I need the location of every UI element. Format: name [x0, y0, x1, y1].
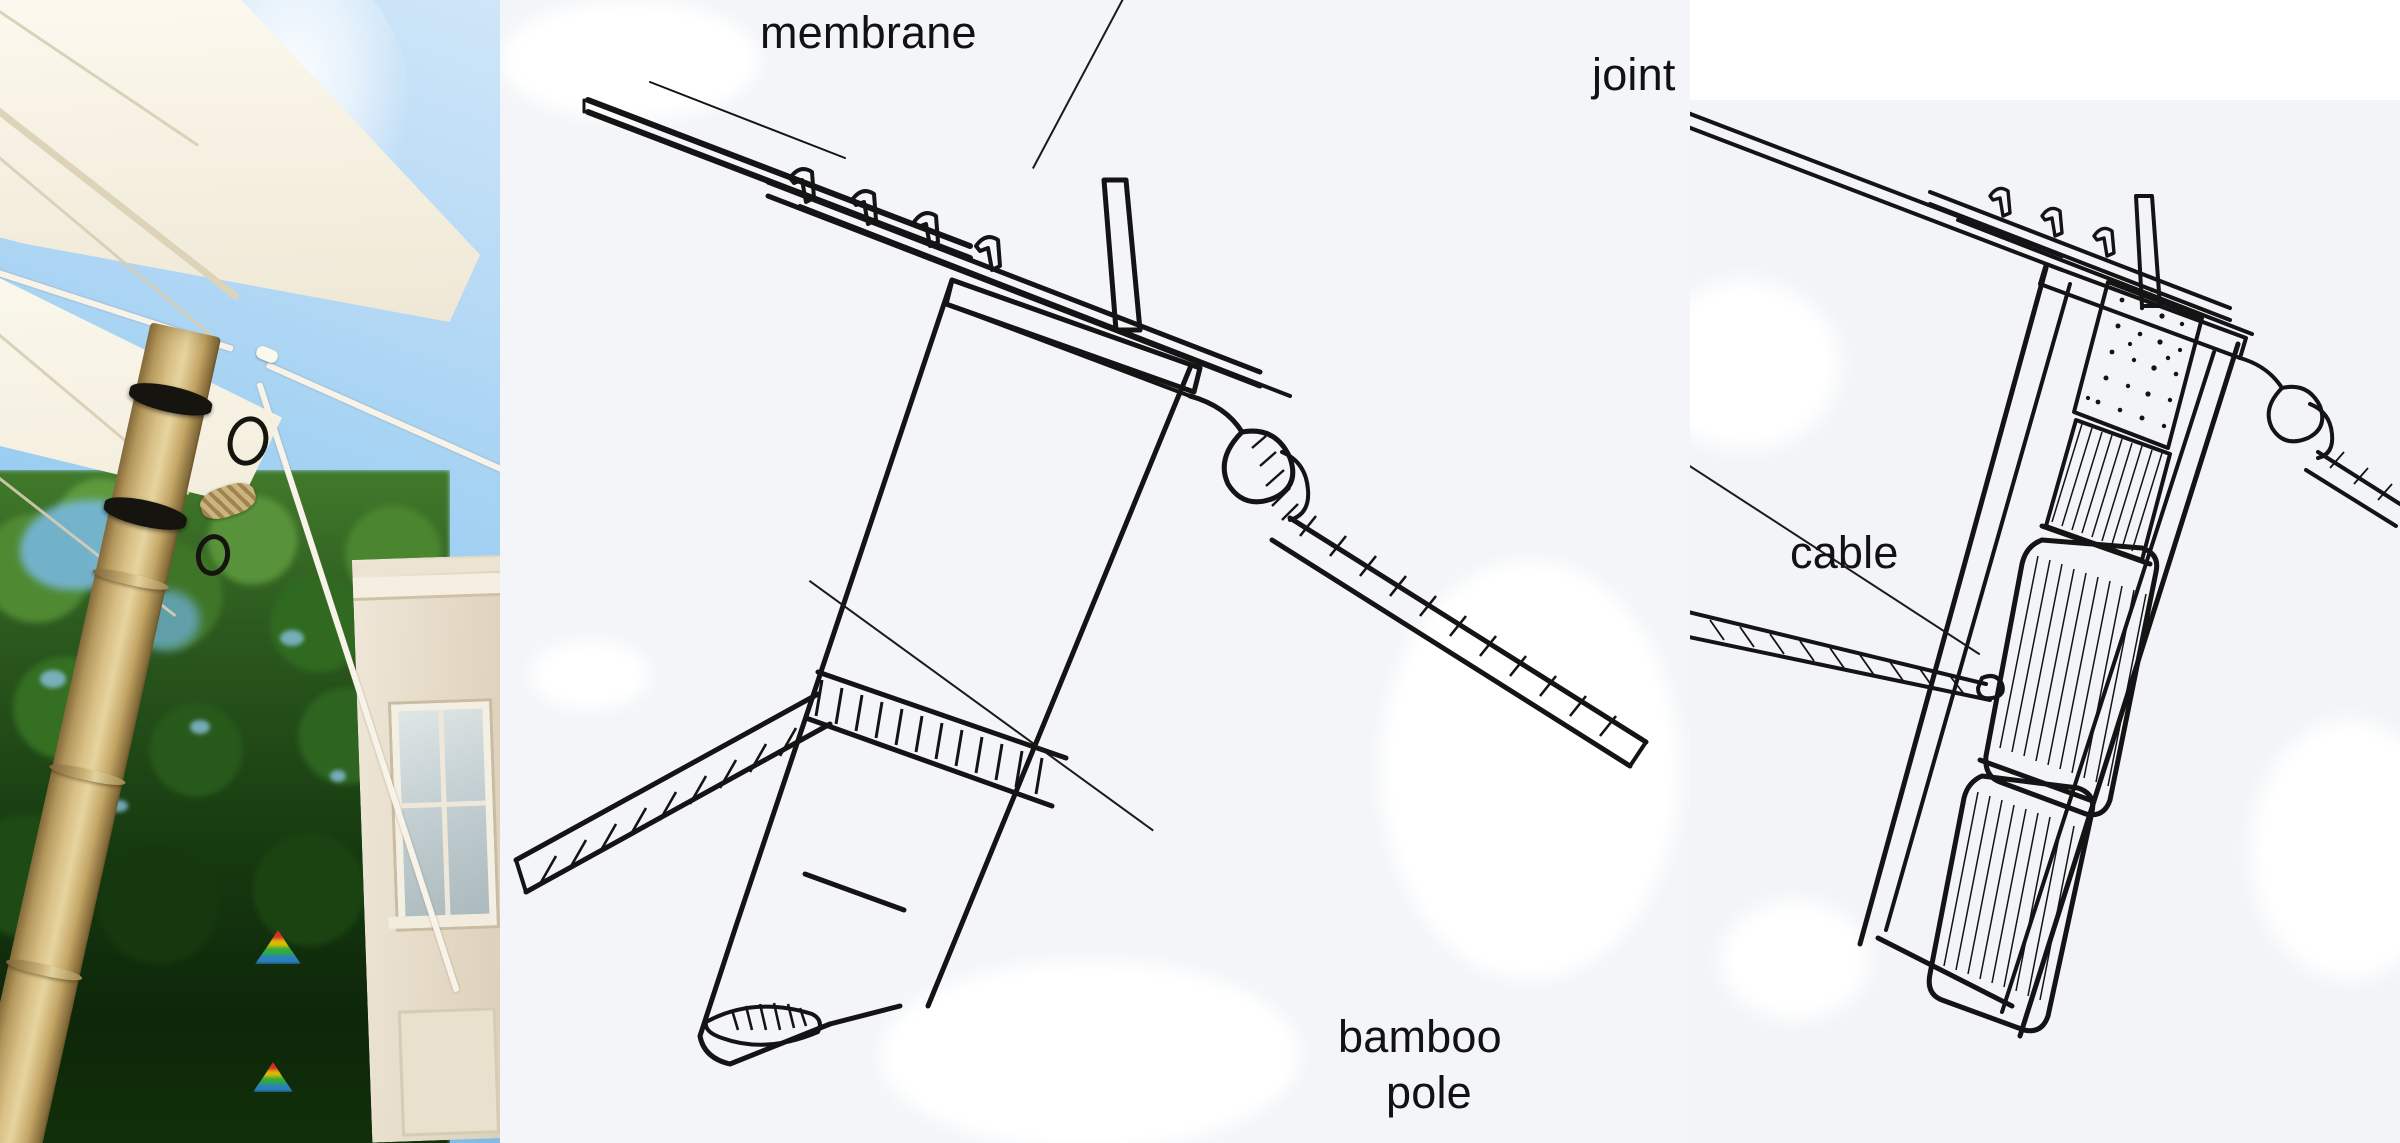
pole-outer-left	[1857, 265, 2049, 947]
pole-inner-left	[1884, 282, 2072, 932]
right-cable-upper	[1287, 515, 1649, 745]
paper-blotch	[880, 960, 1300, 1143]
drawing-detail-panel	[500, 0, 1690, 1143]
bamboo-node	[91, 565, 170, 594]
label-bamboo-pole-line2: pole	[1386, 1067, 1472, 1118]
joint-pin	[1101, 177, 1143, 333]
rail-line-under	[798, 204, 1292, 398]
pole-cut-end	[697, 923, 833, 1067]
hatch-2	[1999, 555, 2147, 787]
cable-knot-loop	[2308, 402, 2335, 460]
pole-hollow-ellipse	[703, 1004, 822, 1047]
membrane-line-bottom	[1690, 125, 2064, 272]
membrane-clips	[788, 167, 1002, 272]
internode-section-3	[1926, 773, 2096, 1034]
node-division-1	[2039, 523, 2153, 567]
head-collar-plate	[2038, 262, 2248, 360]
cable-left-ferrule	[1976, 674, 2005, 701]
bamboo-node	[4, 956, 84, 984]
pole-bottom-cut	[1875, 935, 2015, 1009]
label-joint: joint	[1592, 49, 1676, 100]
foliage-sky-speck	[330, 770, 346, 782]
right-cable-twist	[1298, 515, 1618, 737]
left-cable-upper	[513, 691, 821, 863]
pole-right-edge	[925, 365, 1193, 1009]
foliage-sky-speck	[280, 630, 304, 646]
bamboo-node	[48, 760, 127, 789]
pole-outer-right	[2017, 341, 2241, 1039]
grout-stipple	[2085, 287, 2185, 429]
scan-paper-background	[500, 0, 1690, 1143]
right-cable-lower	[1269, 537, 1633, 769]
internode-section-2	[1983, 537, 2160, 818]
drawing-section-panel	[1690, 0, 2400, 1143]
lashing-band-upper	[126, 377, 215, 422]
left-cable-twist	[538, 727, 798, 885]
node-division-2	[1977, 757, 2093, 803]
left-cable-lower	[523, 721, 833, 895]
grout-infill-block	[2072, 280, 2204, 450]
paper-blotch	[1690, 280, 1840, 450]
building-wall-panel	[397, 1007, 500, 1137]
pole-inner-right	[2000, 350, 2216, 1014]
rail-line-lower	[1928, 202, 2232, 322]
right-cable-cut-end	[1628, 740, 1648, 768]
lashing-band-lower	[101, 491, 190, 536]
rail-line-upper	[765, 179, 1263, 375]
head-collar-edge	[944, 302, 1192, 398]
label-cable: cable	[1790, 527, 1899, 578]
pole-node-ring-top	[815, 669, 1069, 761]
pole-left-edge	[733, 277, 955, 929]
rail-line-upper	[1928, 190, 2232, 310]
collar-bracket	[2238, 356, 2284, 390]
paper-blotch	[500, 0, 760, 120]
pole-node-ring-bottom	[803, 715, 1055, 809]
building	[352, 554, 500, 1143]
building-window	[391, 701, 497, 929]
hatch-3	[1943, 791, 2075, 1001]
paper-blotch	[530, 640, 650, 710]
window-mullion-vertical	[438, 709, 451, 920]
cable-knot-loop	[1280, 450, 1311, 522]
cable-thimble	[1221, 428, 1296, 505]
label-bamboo-pole-line1: bamboo	[1338, 1011, 1502, 1062]
pole-hollow-hatch	[730, 1002, 808, 1031]
section-drawing	[1690, 111, 2400, 1039]
cable-left-lower	[1690, 635, 1992, 702]
membrane-clips	[1988, 186, 2116, 258]
rail-line-under	[1956, 218, 2254, 336]
pole-lower-node	[802, 871, 907, 913]
cable-thimble	[2266, 384, 2325, 444]
right-cable-lower	[2304, 468, 2398, 528]
label-membrane: membrane	[760, 7, 977, 58]
pole-cut-end-right	[827, 1003, 903, 1027]
cable-left-upper	[1690, 610, 1988, 686]
detail-drawing	[513, 81, 1649, 1067]
hatch-1	[2051, 423, 2163, 552]
collar-bracket	[1187, 393, 1245, 435]
lashing-hatch	[814, 679, 1044, 795]
paper-blotch	[1380, 560, 1680, 980]
leader-membrane	[649, 81, 846, 159]
foliage-sky-speck	[190, 720, 210, 734]
photo-panel	[0, 0, 500, 1143]
cable-left-twist	[1709, 619, 1965, 695]
paper-blotch	[2250, 720, 2400, 980]
paper-blotch	[1720, 900, 1870, 1020]
left-cable-cut-end	[514, 858, 528, 894]
foliage-sky-speck	[40, 670, 66, 688]
thimble-twist	[1251, 435, 1299, 521]
right-cable-twist-2	[2329, 451, 2393, 501]
membrane-line-top	[585, 97, 973, 249]
